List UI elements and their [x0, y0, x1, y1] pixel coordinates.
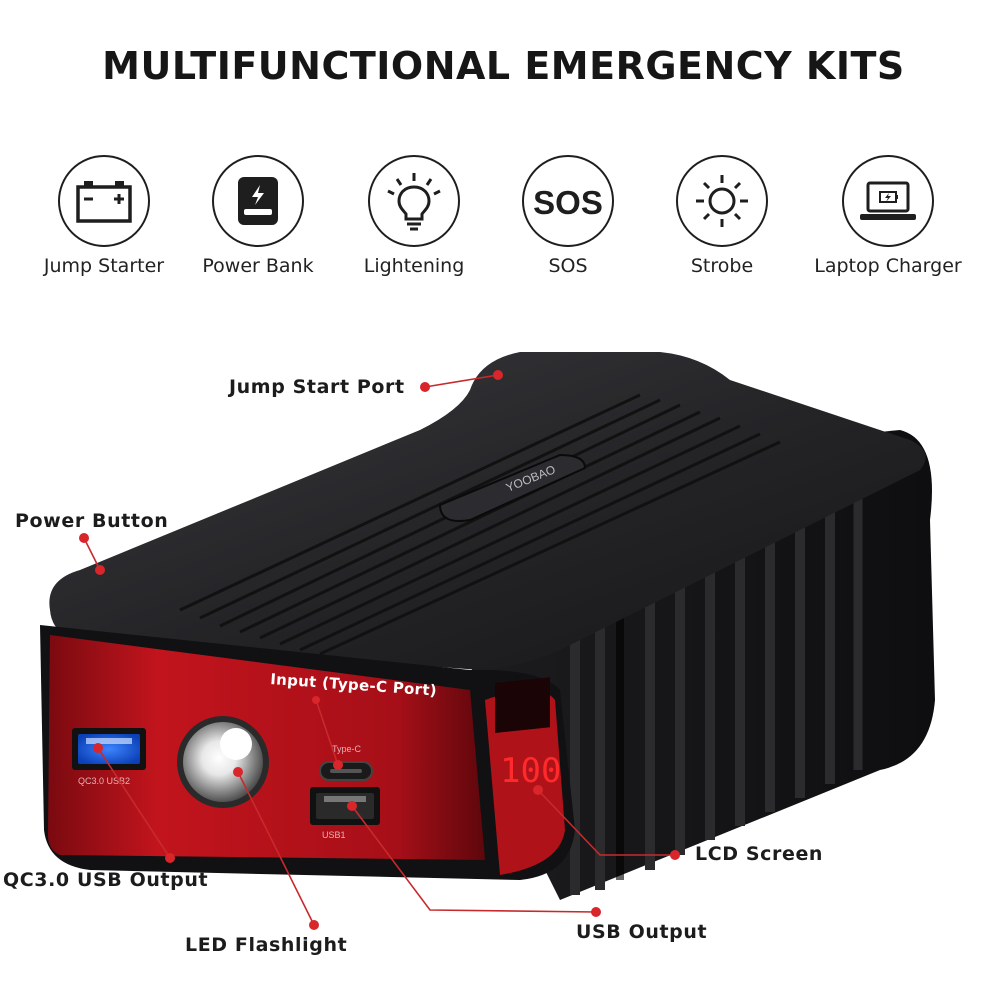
feature-sos: SOS SOS — [488, 155, 648, 277]
feature-label: Power Bank — [202, 255, 314, 277]
callout-power-button: Power Button — [15, 510, 169, 532]
power-bank-icon — [212, 155, 304, 247]
lcd-panel — [485, 690, 565, 875]
callout-qc-usb-output: QC3.0 USB Output — [3, 869, 209, 891]
feature-icons-row: Jump Starter Power Bank Lighten — [0, 155, 1007, 295]
feature-lightening: Lightening — [334, 155, 494, 277]
feature-laptop-charger: Laptop Charger — [808, 155, 968, 277]
sos-icon: SOS — [522, 155, 614, 247]
callout-leaders — [79, 370, 680, 930]
callout-lcd-screen: LCD Screen — [695, 843, 824, 865]
top-ridges — [179, 393, 781, 656]
feature-label: Strobe — [690, 255, 754, 277]
feature-power-bank: Power Bank — [178, 155, 338, 277]
light-bulb-icon — [368, 155, 460, 247]
callout-usb-output: USB Output — [576, 921, 708, 943]
car-battery-icon — [58, 155, 150, 247]
feature-label: Lightening — [363, 255, 465, 277]
callout-jump-start-port: Jump Start Port — [229, 376, 405, 398]
lcd-screen — [495, 677, 550, 733]
feature-label: SOS — [548, 255, 588, 277]
usb1-port-label: USB1 — [322, 830, 346, 840]
feature-strobe: Strobe — [642, 155, 802, 277]
feature-label: Jump Starter — [43, 255, 165, 277]
feature-jump-starter: Jump Starter — [24, 155, 184, 277]
laptop-icon — [842, 155, 934, 247]
callout-led-flashlight: LED Flashlight — [185, 934, 348, 956]
lcd-value: 100 — [500, 751, 561, 791]
qc-port-label: QC3.0 USB2 — [78, 776, 130, 786]
feature-label: Laptop Charger — [814, 255, 962, 277]
led-flashlight-lens — [183, 722, 263, 802]
page-title: MULTIFUNCTIONAL EMERGENCY KITS — [102, 44, 905, 88]
jump-starter-product-illustration: YOOBAO 100 QC3.0 USB2 Type-C USB1 — [40, 352, 935, 930]
typec-port-label: Type-C — [332, 744, 362, 754]
strobe-sun-icon — [676, 155, 768, 247]
sos-icon-text: SOS — [533, 184, 603, 221]
